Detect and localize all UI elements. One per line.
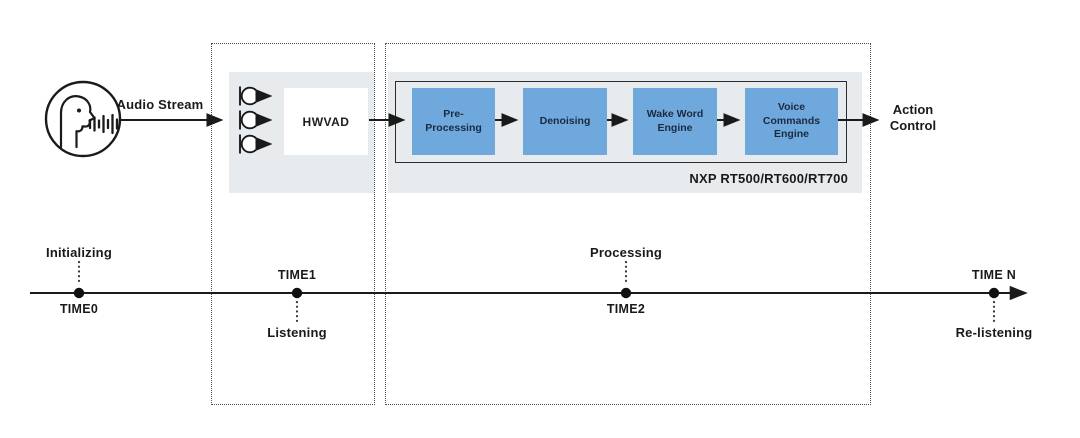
block-label: Voice Commands Engine — [762, 101, 821, 141]
audio-stream-label: Audio Stream — [116, 97, 204, 112]
block-voice-commands-engine: Voice Commands Engine — [745, 88, 838, 155]
time-n-dot — [988, 287, 1000, 299]
timeline-time-n: TIME N — [971, 268, 1017, 282]
timeline-state-re-listening: Re-listening — [955, 325, 1033, 340]
timeline-state-initializing: Initializing — [46, 245, 112, 260]
block-denoising: Denoising — [523, 88, 607, 155]
hwvad-block: HWVAD — [284, 88, 368, 155]
time0-dot — [73, 287, 85, 299]
sound-waves-icon — [88, 113, 119, 135]
timeline-time0: TIME0 — [59, 302, 99, 316]
chip-label: NXP RT500/RT600/RT700 — [689, 171, 848, 186]
block-label: Denoising — [539, 114, 591, 127]
timeline-time2: TIME2 — [606, 302, 646, 316]
timeline-time1: TIME1 — [277, 268, 317, 282]
block-label: Wake Word Engine — [646, 107, 704, 134]
block-pre-processing: Pre-Processing — [412, 88, 495, 155]
block-label: Pre-Processing — [425, 107, 482, 134]
processing-stage-boundary — [385, 43, 871, 405]
listening-stage-boundary — [211, 43, 375, 405]
action-control-label: Action Control — [889, 102, 937, 134]
speaking-head-icon — [44, 80, 122, 158]
timeline-state-listening: Listening — [267, 325, 327, 340]
block-wake-word-engine: Wake Word Engine — [633, 88, 717, 155]
hwvad-label: HWVAD — [302, 114, 350, 129]
timeline-state-processing: Processing — [589, 245, 663, 260]
